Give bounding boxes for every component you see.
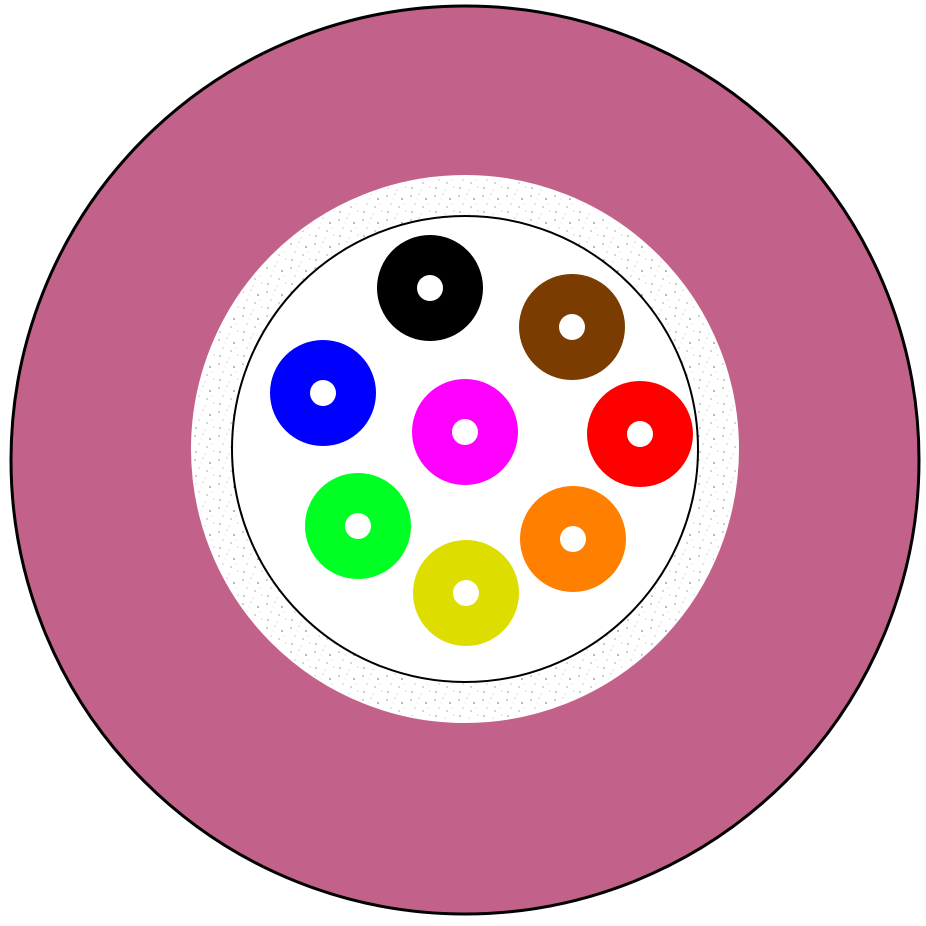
fiber-magenta (412, 379, 518, 485)
fiber-orange (520, 486, 626, 592)
fiber-core-brown (559, 314, 585, 340)
fiber-core-orange (560, 526, 586, 552)
fiber-core-magenta (452, 419, 478, 445)
fiber-blue (270, 340, 376, 446)
fiber-core-yellow (453, 580, 479, 606)
fiber-black (377, 235, 483, 341)
fiber-green (305, 473, 411, 579)
fiber-brown (519, 274, 625, 380)
fiber-core-black (417, 275, 443, 301)
fiber-core-green (345, 513, 371, 539)
fiber-yellow (413, 540, 519, 646)
fiber-red (587, 381, 693, 487)
fiber-core-blue (310, 380, 336, 406)
fiber-core-red (627, 421, 653, 447)
fiber-group (270, 235, 693, 646)
